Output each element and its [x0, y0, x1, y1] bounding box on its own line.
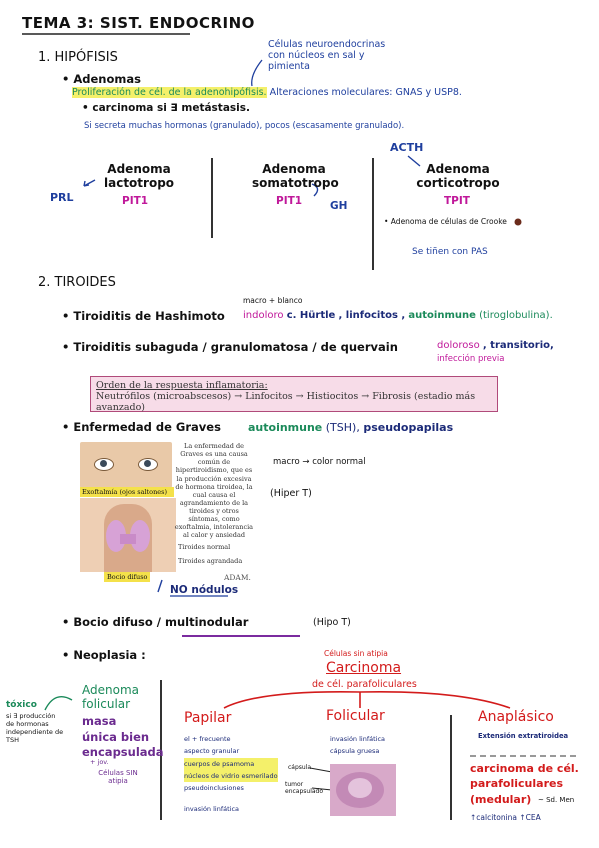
folicular-features: invasión linfática cápsula gruesa	[330, 735, 386, 756]
pit1-label: PIT1	[276, 195, 303, 207]
celulas-atipia: Células sin atipia	[324, 649, 388, 658]
thyroid-illustration	[80, 498, 176, 572]
tiroides-normal-label: Tiroides normal	[178, 543, 231, 551]
hipo-t: (Hipo T)	[313, 617, 351, 628]
celulas-sin-atipia: Células SIN atipia	[98, 769, 138, 786]
tpit-label: TPIT	[444, 195, 470, 207]
pit1-label: PIT1	[122, 195, 149, 207]
divider	[160, 680, 162, 820]
graves-features: autoinmune (TSH), pseudopapilas	[248, 421, 454, 434]
anaplasico-feature: Extensión extratiroidea	[478, 732, 569, 740]
no-nodulos: NO nódulos	[170, 584, 239, 596]
toxico-label: tóxico	[6, 700, 37, 710]
graves-caption: La enfermedad de Graves es una causa com…	[174, 442, 254, 540]
hiper-t: (Hiper T)	[270, 488, 312, 499]
note-arrow	[251, 59, 263, 87]
inflammatory-box: Orden de la respuesta inflamatoria: Neut…	[90, 376, 498, 413]
hashimoto-features: indoloro c. Hürtle , linfocitos , autoin…	[243, 310, 553, 321]
pas-note: Se tiñen con PAS	[412, 247, 488, 257]
macro-hashimoto: macro + blanco	[243, 296, 303, 305]
crooke-dot	[514, 218, 522, 226]
box-body: Neutrófilos (microabscesos) → Linfocitos…	[96, 391, 476, 413]
bocio-bullet: • Bocio difuso / multinodular	[62, 615, 249, 629]
page-title: TEMA 3: SIST. ENDOCRINO	[22, 14, 255, 32]
papilar-features: el + frecuente aspecto granular cuerpos …	[184, 735, 278, 813]
graves-bullet: • Enfermedad de Graves	[62, 420, 221, 434]
section-heading-hipofisis: 1. HIPÓFISIS	[38, 50, 118, 65]
tiroides-agrandada-label: Tiroides agrandada	[178, 557, 243, 565]
box-title: Orden de la respuesta inflamatoria:	[96, 380, 268, 391]
macro-graves: macro → color normal	[273, 457, 366, 467]
subaguda-bullet: • Tiroiditis subaguda / granulomatosa / …	[62, 340, 398, 354]
no-nodulos-arrow	[157, 579, 163, 593]
tumor-label: tumor encapsulado	[285, 781, 324, 795]
section-heading-tiroides: 2. TIROIDES	[38, 275, 116, 290]
divider	[372, 158, 374, 270]
acth-arrow	[407, 155, 421, 167]
adam-logo: ADAM.	[224, 573, 251, 582]
gh-arrow	[311, 183, 319, 197]
acth-label: ACTH	[390, 141, 424, 154]
toxico-desc: si ∃ producción de hormonas independient…	[6, 712, 64, 745]
capsula-label: cápsula	[288, 764, 312, 771]
hashimoto-bullet: • Tiroiditis de Hashimoto	[62, 309, 225, 323]
crooke-note: • Adenoma de células de Crooke	[384, 217, 507, 226]
exoftalmia-label: Exoftalmía (ojos saltones)	[80, 487, 174, 497]
men-note: ~ Sd. Men	[538, 796, 575, 804]
anaplasico-heading: Anaplásico	[478, 709, 554, 725]
carcinoma-heading: Carcinoma	[326, 660, 402, 676]
divider	[450, 715, 452, 820]
adenoma-features: masa única bien encapsulada	[82, 714, 164, 760]
adenomas-bullet: • Adenomas	[62, 72, 141, 86]
calcitonina-note: ↑calcitonina ↑CEA	[470, 813, 541, 822]
toxico-arrow	[44, 696, 73, 711]
papilar-heading: Papilar	[184, 710, 232, 726]
secreta-line: Si secreta muchas hormonas (granulado), …	[84, 121, 405, 131]
joven-note: + jov.	[90, 758, 109, 766]
carcinoma-line: • carcinoma si ∃ metástasis.	[82, 102, 250, 114]
neoplasia-bullet: • Neoplasia :	[62, 648, 146, 662]
branch-anaplasico	[359, 691, 511, 709]
subaguda-features: doloroso , transitorio,	[437, 340, 554, 351]
histology-image	[330, 764, 396, 816]
medular-carcinoma: carcinoma de cél. parafoliculares (medul…	[470, 762, 579, 806]
divider	[211, 158, 213, 238]
exoftalmia-photo	[80, 442, 172, 488]
branch-papilar	[223, 691, 361, 709]
prl-label: PRL	[50, 191, 74, 204]
infeccion-previa: infección previa	[437, 354, 505, 364]
carcinoma-subheading: de cél. parafoliculares	[312, 679, 417, 690]
bocio-label: Bocio difuso	[104, 572, 151, 582]
folicular-heading: Folicular	[326, 708, 385, 724]
cell-note: Células neuroendocrinas con núcleos en s…	[268, 39, 386, 72]
proliferation-line: Proliferación de cél. de la adenohipófis…	[72, 87, 462, 98]
gh-label: GH	[330, 200, 348, 212]
